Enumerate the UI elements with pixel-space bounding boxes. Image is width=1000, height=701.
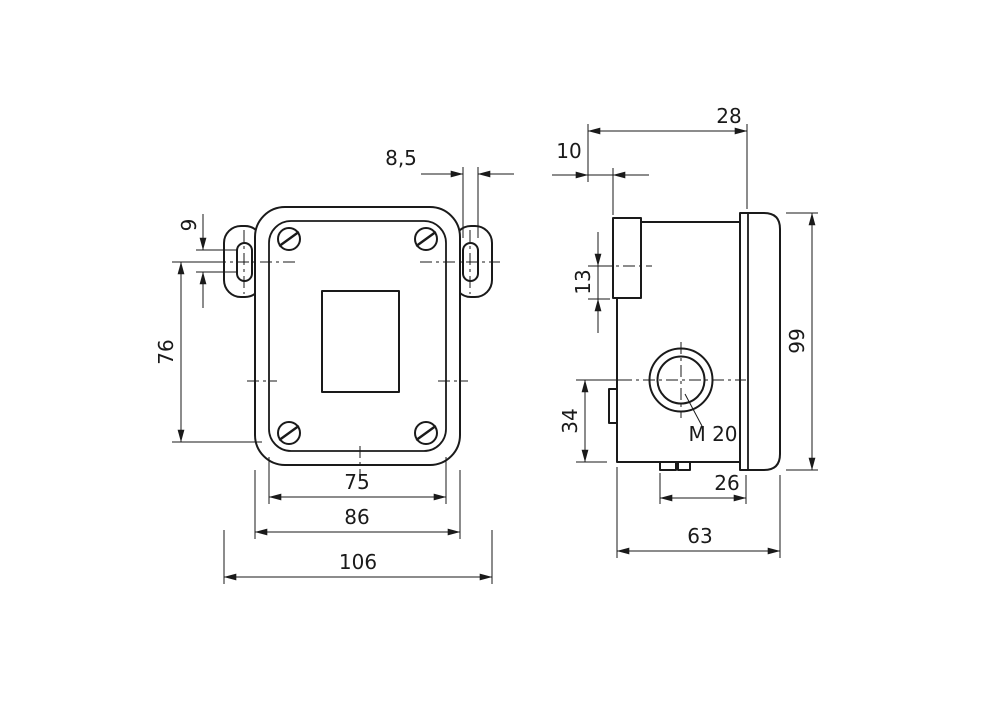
dim-cover-depth: 26	[714, 471, 739, 495]
cable-gland-thread	[656, 355, 706, 405]
dim-slot-width: 8,5	[385, 146, 417, 170]
dimension-body-width: 86	[254, 470, 461, 539]
dimension-gland-axis-height: 34	[558, 379, 620, 463]
lower-tab-side	[608, 388, 618, 424]
dimension-ear-depth: 10	[552, 139, 649, 215]
corner-screws	[277, 227, 438, 445]
dim-depth-top: 28	[716, 104, 741, 128]
mounting-ear-side	[612, 217, 642, 299]
lid-contour	[268, 220, 447, 452]
dimension-mount-vertical: 76	[154, 261, 262, 443]
dim-ear-height: 13	[571, 269, 595, 294]
dimension-overall-height: 99	[785, 212, 818, 471]
dim-mount-vertical: 76	[154, 339, 178, 364]
side-centerlines	[600, 265, 746, 418]
screw-slot	[278, 231, 300, 247]
dimension-slot-height: 9	[177, 214, 238, 308]
bottom-plug	[677, 461, 691, 471]
gland-thread-callout: M 20	[684, 393, 738, 446]
dim-overall-height: 99	[785, 328, 809, 353]
side-view: 28 10 13 34 M 20	[552, 104, 818, 558]
dimension-depth-top: 28	[587, 104, 748, 209]
dimension-lid-width: 75	[268, 457, 447, 504]
screw-slot	[278, 425, 300, 441]
dim-slot-height: 9	[177, 219, 201, 232]
dimension-ear-height: 13	[571, 232, 610, 333]
label-gland-thread: M 20	[688, 422, 737, 446]
screw-slot	[415, 425, 437, 441]
bottom-plug	[659, 461, 677, 471]
front-opening	[321, 290, 400, 393]
dim-body-width: 86	[344, 505, 369, 529]
dimension-slot-width: 8,5	[385, 146, 514, 238]
dim-ear-depth: 10	[556, 139, 581, 163]
dim-lid-width: 75	[344, 470, 369, 494]
front-view: 8,5 9 76 75 86	[154, 146, 514, 584]
dim-overall-width: 106	[339, 550, 377, 574]
dim-gland-axis-height: 34	[558, 408, 582, 433]
dimension-cover-depth: 26	[659, 471, 747, 504]
dim-overall-depth: 63	[687, 524, 712, 548]
dimension-overall-width: 106	[223, 530, 493, 584]
front-centerlines	[214, 230, 500, 474]
cover-outline	[739, 212, 781, 471]
screw-slot	[415, 231, 437, 247]
dimension-overall-depth: 63	[616, 467, 781, 558]
